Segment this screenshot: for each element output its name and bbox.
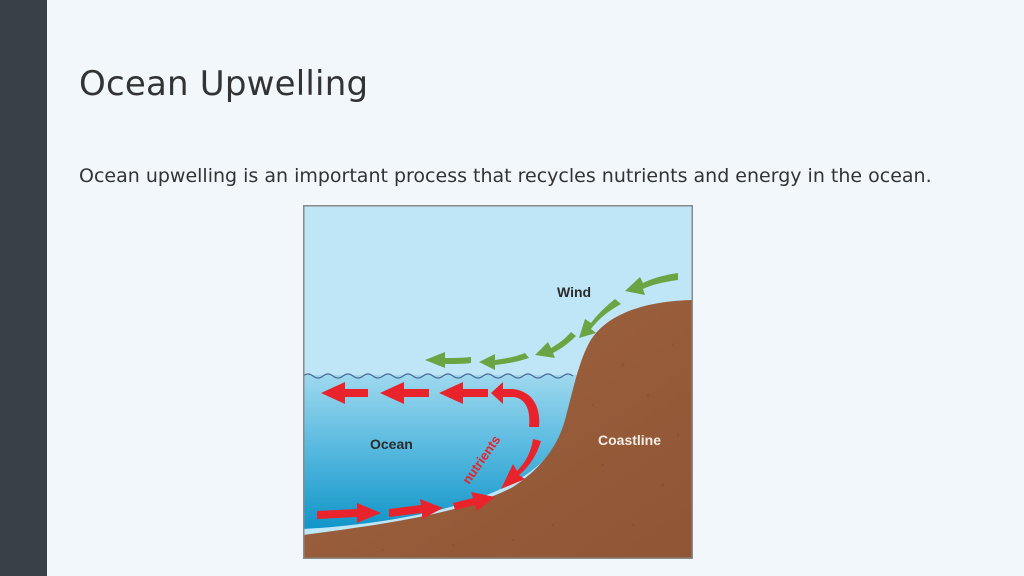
land-texture <box>381 343 680 552</box>
ocean-water <box>303 375 579 529</box>
current-arrows <box>317 382 541 523</box>
diagram-frame <box>303 205 693 559</box>
upwelling-diagram: Wind Ocean Coastline nutrients <box>303 205 693 559</box>
wind-label: Wind <box>557 284 591 300</box>
ocean-label: Ocean <box>370 436 413 452</box>
coastline-label: Coastline <box>598 432 661 448</box>
slide-title: Ocean Upwelling <box>79 64 369 104</box>
side-accent-bar <box>0 0 47 576</box>
coastline-land <box>303 300 693 559</box>
water-surface-waves <box>303 373 574 379</box>
slide-body-text: Ocean upwelling is an important process … <box>79 165 932 187</box>
wind-arrows <box>425 273 678 370</box>
